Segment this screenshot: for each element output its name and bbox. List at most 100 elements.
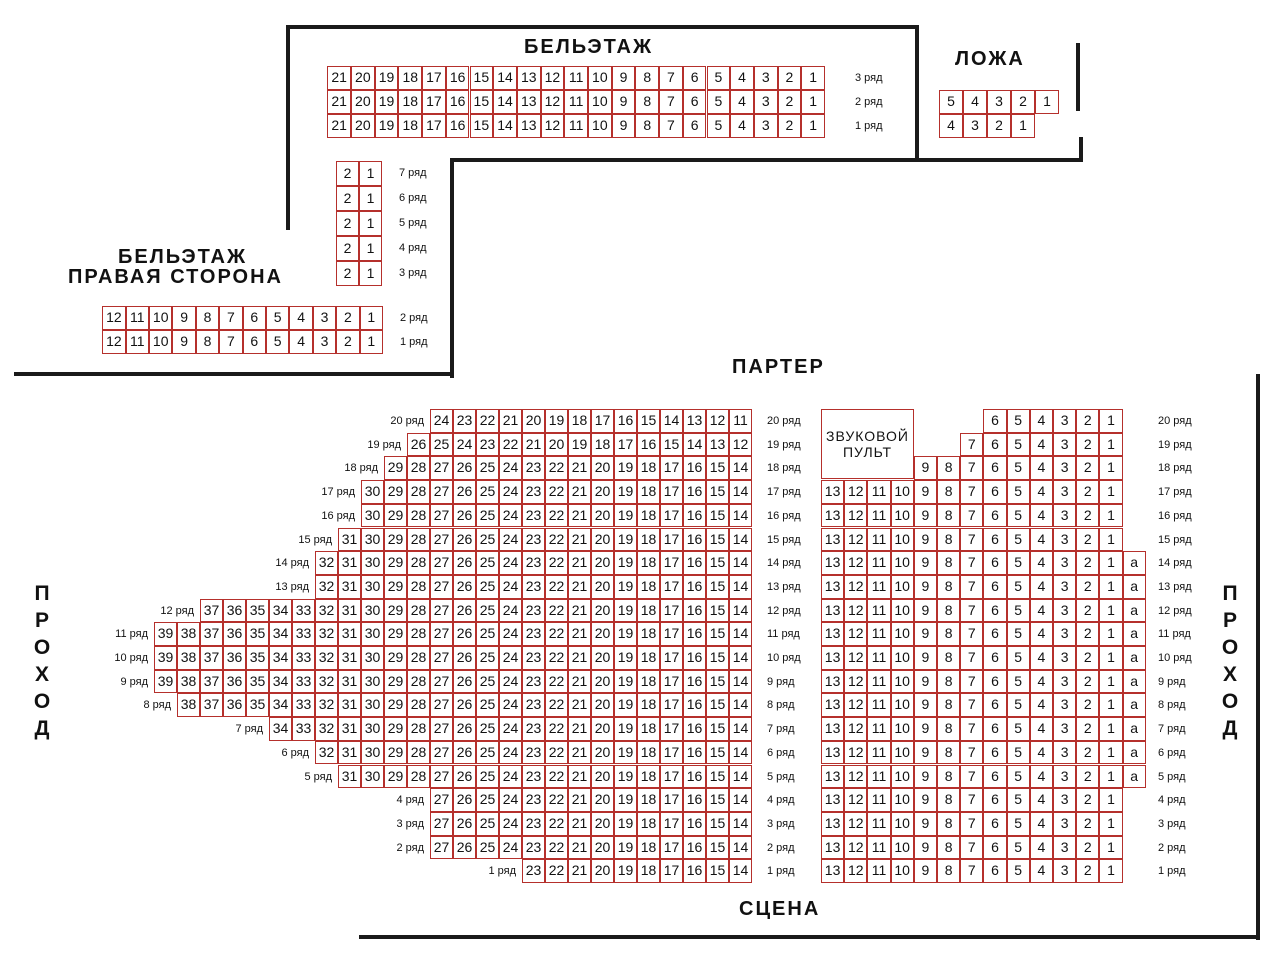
seat-parterre-right[interactable]: 6 [983, 480, 1007, 504]
seat-parterre-left[interactable]: 28 [407, 764, 430, 789]
seat-parterre-left[interactable]: 22 [545, 456, 568, 481]
seat-parterre-right[interactable]: 2 [1076, 859, 1100, 883]
seat-parterre-left[interactable]: 25 [476, 835, 499, 860]
seat-parterre-right[interactable]: 4 [1029, 835, 1053, 860]
seat-beletage[interactable]: 21 [327, 66, 351, 90]
seat-beletage-right[interactable]: 9 [172, 330, 196, 354]
seat-parterre-right[interactable]: 1 [1099, 693, 1123, 718]
seat-parterre-right[interactable]: 4 [1029, 574, 1053, 599]
seat-parterre-left[interactable]: 29 [384, 503, 407, 528]
seat-parterre-left[interactable]: 18 [568, 409, 591, 433]
seat-parterre-right[interactable]: 7 [960, 551, 984, 575]
seat-parterre-left[interactable]: 28 [407, 740, 430, 765]
seat-parterre-left[interactable]: 19 [614, 456, 637, 481]
seat-parterre-left[interactable]: 26 [453, 788, 476, 812]
seat-parterre-right[interactable]: 7 [960, 646, 984, 670]
seat-parterre-left[interactable]: 19 [614, 527, 637, 552]
seat-parterre-right[interactable]: 6 [983, 574, 1007, 599]
seat-parterre-left[interactable]: 20 [591, 669, 614, 694]
seat-parterre-right[interactable]: 12 [844, 788, 868, 812]
seat-parterre-left[interactable]: 14 [729, 788, 752, 812]
seat-beletage[interactable]: 3 [753, 90, 778, 114]
seat-parterre-left[interactable]: 24 [499, 717, 522, 741]
seat-beletage[interactable]: 11 [564, 90, 588, 114]
seat-parterre-right[interactable]: 4 [1029, 456, 1053, 481]
seat-parterre-left[interactable]: 20 [591, 598, 614, 623]
seat-beletage[interactable]: 2 [777, 90, 802, 114]
seat-parterre-right[interactable]: 11 [867, 480, 891, 504]
seat-parterre-left[interactable]: 12 [706, 409, 729, 433]
seat-beletage-right[interactable]: 2 [336, 261, 359, 286]
seat-parterre-left[interactable]: 18 [637, 527, 660, 552]
seat-parterre-left[interactable]: 15 [706, 574, 729, 599]
seat-parterre-left[interactable]: 30 [361, 646, 384, 670]
seat-parterre-left[interactable]: 17 [660, 859, 683, 883]
seat-parterre-left[interactable]: 26 [453, 669, 476, 694]
seat-parterre-right[interactable]: 8 [937, 811, 961, 836]
seat-parterre-left[interactable]: 16 [683, 480, 706, 504]
seat-parterre-right[interactable]: 13 [821, 503, 845, 528]
seat-parterre-right[interactable]: 1 [1099, 669, 1123, 694]
seat-beletage[interactable]: 5 [706, 90, 731, 114]
seat-parterre-right[interactable]: 7 [960, 432, 984, 457]
seat-parterre-left[interactable]: 16 [683, 598, 706, 623]
seat-parterre-left[interactable]: 25 [476, 646, 499, 670]
seat-parterre-left[interactable]: 20 [591, 835, 614, 860]
seat-parterre-left[interactable]: 38 [177, 622, 200, 646]
seat-parterre-left[interactable]: 21 [568, 551, 591, 575]
seat-beletage[interactable]: 9 [611, 114, 636, 138]
seat-beletage-right[interactable]: 3 [312, 306, 337, 330]
seat-parterre-left[interactable]: 17 [660, 835, 683, 860]
seat-parterre-right-extra[interactable]: а [1122, 646, 1146, 670]
seat-parterre-left[interactable]: 18 [637, 622, 660, 646]
seat-loge[interactable]: 2 [1011, 90, 1035, 114]
seat-beletage[interactable]: 10 [588, 90, 612, 114]
seat-parterre-left[interactable]: 32 [315, 646, 338, 670]
seat-parterre-left[interactable]: 14 [729, 859, 752, 883]
seat-parterre-left[interactable]: 18 [637, 859, 660, 883]
seat-parterre-left[interactable]: 16 [683, 527, 706, 552]
seat-parterre-right-extra[interactable]: а [1122, 740, 1146, 765]
seat-parterre-left[interactable]: 17 [614, 432, 637, 457]
seat-parterre-right-extra[interactable]: а [1122, 764, 1146, 789]
seat-parterre-left[interactable]: 21 [568, 598, 591, 623]
seat-parterre-left[interactable]: 28 [407, 480, 430, 504]
seat-parterre-right[interactable]: 10 [890, 764, 914, 789]
seat-parterre-right[interactable]: 8 [937, 835, 961, 860]
seat-parterre-right[interactable]: 4 [1029, 764, 1053, 789]
seat-parterre-right[interactable]: 11 [867, 527, 891, 552]
seat-loge[interactable]: 2 [987, 114, 1011, 138]
seat-parterre-left[interactable]: 23 [522, 740, 545, 765]
seat-parterre-right[interactable]: 8 [937, 669, 961, 694]
seat-parterre-left[interactable]: 34 [269, 693, 292, 718]
seat-beletage-right[interactable]: 4 [289, 306, 313, 330]
seat-parterre-left[interactable]: 37 [200, 693, 223, 718]
seat-parterre-right[interactable]: 7 [960, 788, 984, 812]
seat-parterre-left[interactable]: 32 [315, 717, 338, 741]
seat-parterre-left[interactable]: 36 [223, 646, 246, 670]
seat-parterre-left[interactable]: 34 [269, 622, 292, 646]
seat-parterre-left[interactable]: 17 [660, 574, 683, 599]
seat-parterre-right[interactable]: 2 [1076, 432, 1100, 457]
seat-parterre-right[interactable]: 3 [1053, 409, 1077, 433]
seat-parterre-right[interactable]: 5 [1006, 503, 1030, 528]
seat-parterre-left[interactable]: 21 [568, 456, 591, 481]
seat-parterre-right[interactable]: 1 [1099, 432, 1123, 457]
seat-parterre-right[interactable]: 7 [960, 835, 984, 860]
seat-parterre-left[interactable]: 36 [223, 669, 246, 694]
seat-beletage-right[interactable]: 5 [266, 330, 290, 354]
seat-parterre-left[interactable]: 24 [499, 693, 522, 718]
seat-parterre-right[interactable]: 2 [1076, 646, 1100, 670]
seat-beletage[interactable]: 5 [706, 114, 731, 138]
seat-parterre-left[interactable]: 23 [522, 859, 545, 883]
seat-parterre-right[interactable]: 10 [890, 693, 914, 718]
seat-parterre-right[interactable]: 12 [844, 598, 868, 623]
seat-parterre-left[interactable]: 21 [568, 693, 591, 718]
seat-beletage[interactable]: 8 [635, 114, 660, 138]
seat-parterre-left[interactable]: 28 [407, 574, 430, 599]
seat-parterre-left[interactable]: 17 [660, 527, 683, 552]
seat-parterre-right[interactable]: 1 [1099, 764, 1123, 789]
seat-parterre-right[interactable]: 12 [844, 527, 868, 552]
seat-parterre-left[interactable]: 27 [430, 456, 453, 481]
seat-parterre-right[interactable]: 10 [890, 646, 914, 670]
